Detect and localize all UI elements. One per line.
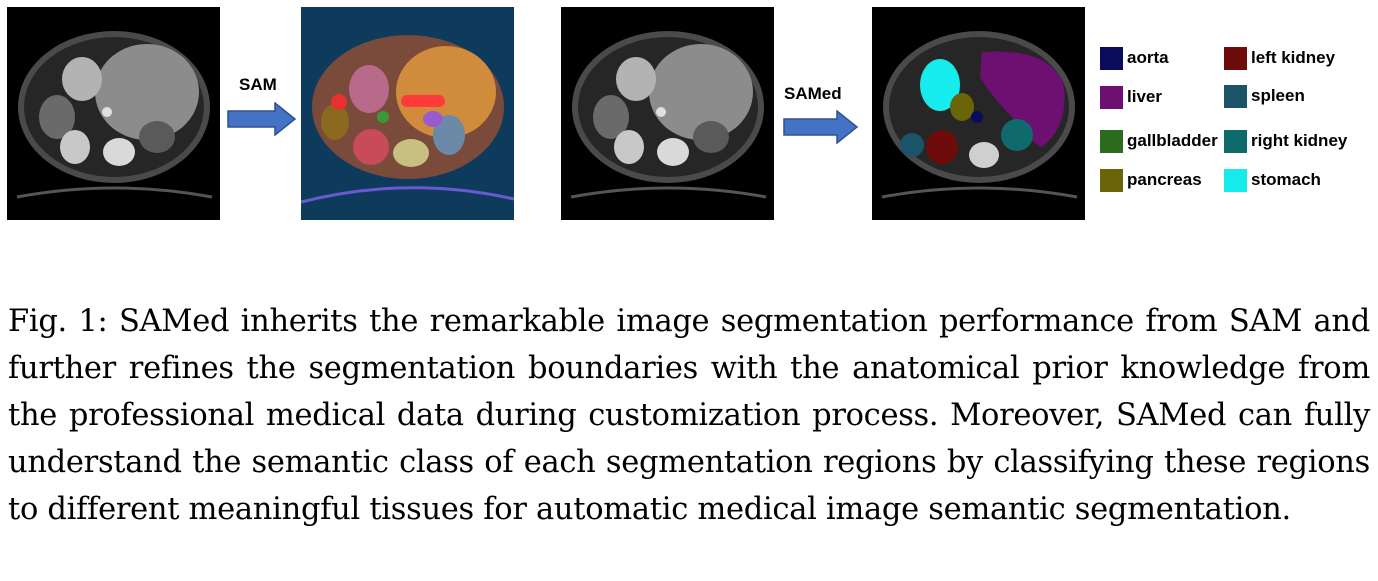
legend-swatch [1100, 85, 1123, 109]
legend-item-aorta: aorta [1100, 46, 1169, 70]
right-arrow-icon [783, 109, 859, 149]
sam-segmentation-image [301, 7, 514, 220]
legend-label: spleen [1251, 86, 1305, 105]
legend-label: right kidney [1251, 131, 1348, 150]
legend-label: pancreas [1127, 170, 1202, 189]
samed-arrow-label: SAMed [784, 84, 842, 103]
legend-label: gallbladder [1127, 131, 1218, 150]
legend-item-right-kidney: right kidney [1224, 129, 1347, 153]
legend-label: stomach [1251, 170, 1321, 189]
legend-swatch [1224, 46, 1247, 70]
ct-image-input-2 [561, 7, 774, 220]
legend-item-liver: liver [1100, 85, 1162, 109]
legend-swatch [1224, 84, 1247, 108]
legend-swatch [1224, 168, 1247, 192]
legend-item-spleen: spleen [1224, 84, 1305, 108]
legend-item-stomach: stomach [1224, 168, 1321, 192]
ct-image-input-1 [7, 7, 220, 220]
figure: SAM [0, 0, 1378, 230]
samed-segmentation-image [872, 7, 1085, 220]
legend-swatch [1224, 129, 1247, 153]
legend-label: left kidney [1251, 48, 1336, 67]
legend-swatch [1100, 168, 1123, 192]
legend-item-left-kidney: left kidney [1224, 46, 1335, 70]
legend-item-gallbladder: gallbladder [1100, 129, 1218, 153]
sam-arrow-label: SAM [239, 75, 277, 94]
legend-swatch [1100, 46, 1123, 70]
legend-label: liver [1127, 87, 1162, 106]
right-arrow-icon [227, 101, 297, 141]
legend-swatch [1100, 129, 1123, 153]
legend-item-pancreas: pancreas [1100, 168, 1202, 192]
legend-label: aorta [1127, 48, 1169, 67]
figure-caption: Fig. 1: SAMed inherits the remarkable im… [8, 304, 1370, 527]
